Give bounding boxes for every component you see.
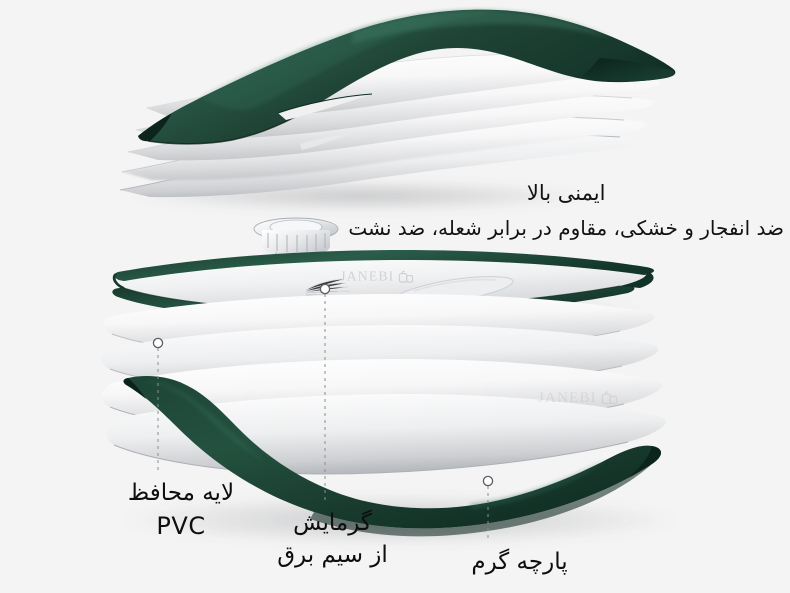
- callout-pvc-line1: لایه محافظ: [127, 480, 235, 506]
- callout-label-pvc: لایه محافظ PVC: [96, 478, 266, 543]
- callout-label-heating: گرمایش از سیم برق: [245, 508, 420, 571]
- safety-subtitle: ضد انفجار و خشکی، مقاوم در برابر شعله، ض…: [348, 215, 784, 240]
- leader-dot-pvc: [152, 337, 164, 349]
- callout-label-fabric: پارچه گرم: [432, 547, 607, 579]
- leader-lines: [157, 294, 489, 540]
- leader-dot-fabric: [482, 475, 494, 487]
- safety-title: ایمنی بالا: [526, 181, 606, 205]
- top-green-cover: [138, 9, 676, 150]
- callout-fabric-line1: پارچه گرم: [471, 549, 568, 575]
- leader-dot-heating: [319, 283, 331, 295]
- callout-heating-line1: گرمایش: [293, 510, 372, 536]
- leader-dots: [152, 283, 494, 487]
- bottom-green-base: [120, 376, 680, 546]
- safety-callout: ایمنی بالا ضد انفجار و خشکی، مقاوم در بر…: [348, 178, 784, 243]
- callout-heating-line2: از سیم برق: [277, 541, 388, 568]
- callout-pvc-line2: PVC: [156, 511, 206, 540]
